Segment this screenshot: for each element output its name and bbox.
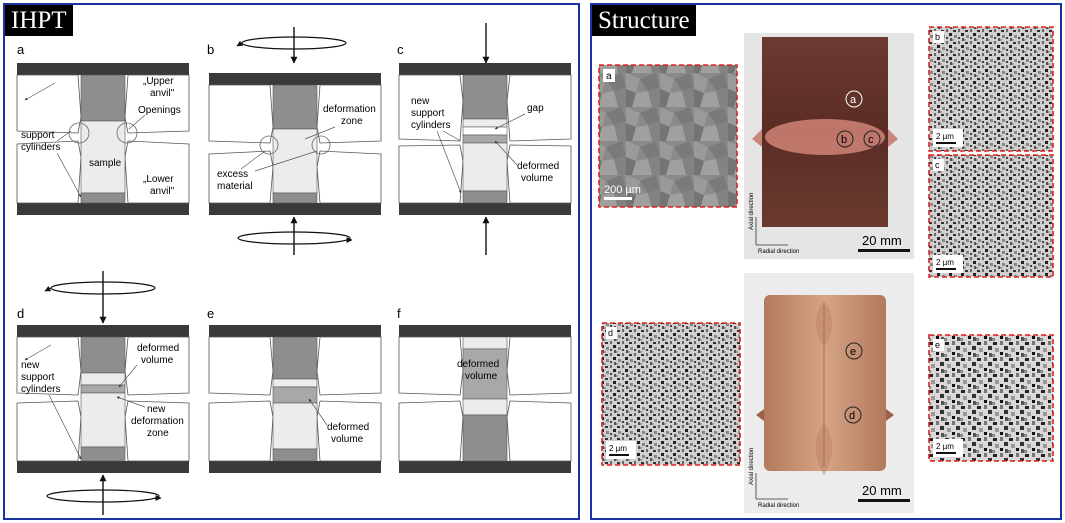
svg-text:„Lower: „Lower — [143, 174, 174, 185]
svg-text:volume: volume — [331, 434, 364, 445]
svg-text:Radial direction: Radial direction — [758, 249, 799, 255]
svg-text:Radial direction: Radial direction — [758, 503, 799, 509]
structure-figure: a 200 µm a b c Axial direction Radial di… — [598, 26, 1054, 513]
stage-d: d new support cylinders deformed volume … — [16, 271, 190, 515]
svg-text:deformed: deformed — [327, 422, 369, 433]
svg-text:gap: gap — [527, 103, 544, 114]
svg-text:d: d — [17, 306, 24, 321]
svg-text:anvil": anvil" — [150, 88, 175, 99]
svg-text:new: new — [147, 404, 166, 415]
svg-text:zone: zone — [341, 116, 363, 127]
structure-panel: Structure — [590, 3, 1062, 520]
svg-text:anvil": anvil" — [150, 186, 175, 197]
svg-text:volume: volume — [465, 371, 498, 382]
svg-text:material: material — [217, 181, 253, 192]
svg-text:deformation: deformation — [131, 416, 184, 427]
svg-text:20 mm: 20 mm — [862, 233, 902, 248]
svg-text:2 µm: 2 µm — [609, 444, 627, 453]
svg-text:d: d — [849, 410, 855, 422]
svg-text:e: e — [850, 346, 856, 358]
svg-text:support: support — [21, 130, 55, 141]
svg-text:b: b — [841, 134, 847, 146]
svg-text:deformed: deformed — [137, 343, 179, 354]
svg-text:2 µm: 2 µm — [936, 258, 954, 267]
svg-text:new: new — [21, 360, 40, 371]
svg-text:cylinders: cylinders — [21, 142, 60, 153]
stage-c: c new support cylinders gap deformed vol… — [397, 23, 572, 255]
svg-text:e: e — [207, 306, 214, 321]
svg-text:cylinders: cylinders — [21, 384, 60, 395]
svg-text:support: support — [21, 372, 55, 383]
micrograph-a: a 200 µm — [598, 64, 738, 208]
svg-text:deformed: deformed — [457, 359, 499, 370]
svg-text:e: e — [935, 340, 940, 350]
svg-text:a: a — [606, 71, 612, 82]
svg-text:Axial direction: Axial direction — [749, 193, 755, 230]
svg-text:„Upper: „Upper — [143, 76, 174, 87]
ihpt-diagram: a „Upper anvil" Openings support cylinde… — [16, 23, 572, 515]
svg-text:c: c — [868, 134, 874, 146]
micrograph-b: b 2 µm — [928, 26, 1054, 152]
svg-text:c: c — [397, 42, 404, 57]
svg-text:b: b — [935, 32, 940, 42]
stage-e: e deformed volume — [207, 306, 382, 473]
micrograph-e: e 2 µm — [928, 334, 1054, 462]
svg-text:2 µm: 2 µm — [936, 442, 954, 451]
svg-text:new: new — [411, 96, 430, 107]
svg-text:d: d — [608, 328, 613, 338]
sample-top: a b c Axial direction Radial direction 2… — [744, 33, 914, 259]
svg-text:c: c — [935, 160, 940, 170]
svg-text:sample: sample — [89, 158, 122, 169]
sample-bottom: e d Axial direction Radial direction 20 … — [744, 273, 914, 513]
svg-text:2 µm: 2 µm — [936, 132, 954, 141]
structure-title: Structure — [592, 5, 696, 36]
svg-text:support: support — [411, 108, 445, 119]
svg-text:deformed: deformed — [517, 161, 559, 172]
svg-text:f: f — [397, 306, 401, 321]
svg-text:20 mm: 20 mm — [862, 483, 902, 498]
svg-text:zone: zone — [147, 428, 169, 439]
stage-f: f deformed volume — [397, 306, 572, 473]
svg-text:cylinders: cylinders — [411, 120, 450, 131]
svg-text:Axial direction: Axial direction — [749, 448, 755, 485]
svg-text:Openings: Openings — [138, 105, 181, 116]
stage-a-letter: a — [17, 42, 25, 57]
stage-a: a „Upper anvil" Openings support cylinde… — [16, 42, 190, 215]
ihpt-panel: IHPT a „Upper anvil" Openings — [3, 3, 580, 520]
svg-text:a: a — [850, 94, 857, 106]
svg-text:200 µm: 200 µm — [604, 184, 641, 196]
svg-text:volume: volume — [141, 355, 174, 366]
stage-b: b deformation zone excess material — [207, 27, 382, 255]
ihpt-title: IHPT — [5, 5, 73, 36]
svg-text:b: b — [207, 42, 214, 57]
svg-text:deformation: deformation — [323, 104, 376, 115]
svg-text:volume: volume — [521, 173, 554, 184]
micrograph-d: d 2 µm — [601, 322, 741, 466]
micrograph-c: c 2 µm — [928, 154, 1054, 278]
svg-text:excess: excess — [217, 169, 248, 180]
